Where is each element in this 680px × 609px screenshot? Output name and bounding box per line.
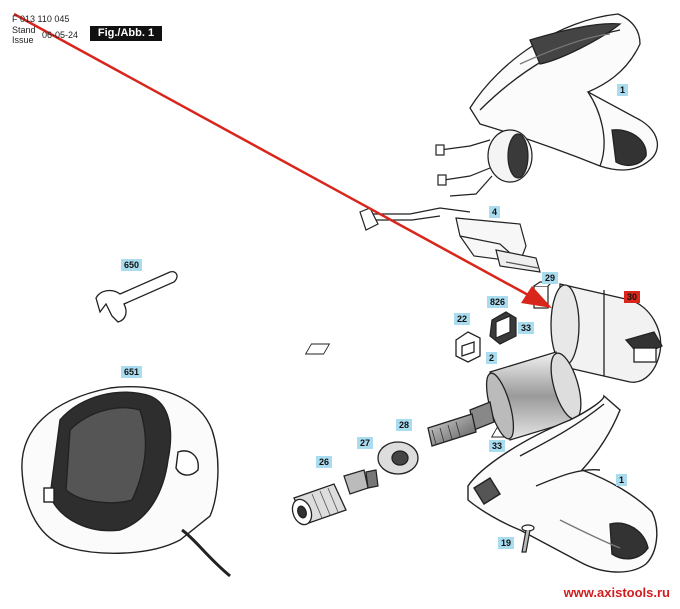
annotation-arrow	[13, 12, 552, 308]
part-number: F 013 110 045	[12, 14, 70, 24]
ring-part	[377, 441, 419, 475]
figure-label: Fig./Abb. 1	[90, 26, 162, 41]
callout-motor: 2	[486, 352, 498, 364]
callout-pad-upper: 33	[518, 322, 535, 334]
contact-pad-part-upper	[304, 343, 331, 355]
callout-ring: 28	[396, 419, 413, 431]
wrench-part	[95, 270, 178, 323]
housing-bottom-part	[467, 394, 658, 573]
stand-label: Stand	[12, 25, 36, 35]
callout-spindle: 27	[357, 437, 374, 449]
switch-part	[489, 311, 517, 345]
callout-housing-bottom: 1	[616, 474, 628, 486]
motor-part	[427, 351, 582, 447]
switch-electronics-part	[359, 129, 541, 273]
chuck-part	[291, 483, 347, 526]
callout-screw: 19	[498, 537, 515, 549]
issue-label: Issue	[12, 35, 34, 45]
callout-holder: 22	[454, 313, 471, 325]
callout-switch: 826	[487, 296, 509, 308]
callout-chuck: 26	[316, 456, 333, 468]
screw-part	[521, 524, 535, 553]
callout-housing-top: 1	[617, 84, 629, 96]
spindle-part	[343, 469, 379, 495]
callout-electronics: 4	[489, 206, 501, 218]
callout-pad-lower: 33	[489, 440, 506, 452]
callout-battery: 30	[624, 291, 641, 303]
holder-part	[455, 331, 481, 363]
website-watermark[interactable]: www.axistools.ru	[563, 585, 670, 600]
callout-charger: 651	[121, 366, 143, 378]
callout-wrench: 650	[121, 259, 143, 271]
charger-part	[21, 386, 231, 578]
issue-date: 06-05-24	[42, 30, 79, 40]
callout-clip: 29	[542, 272, 559, 284]
